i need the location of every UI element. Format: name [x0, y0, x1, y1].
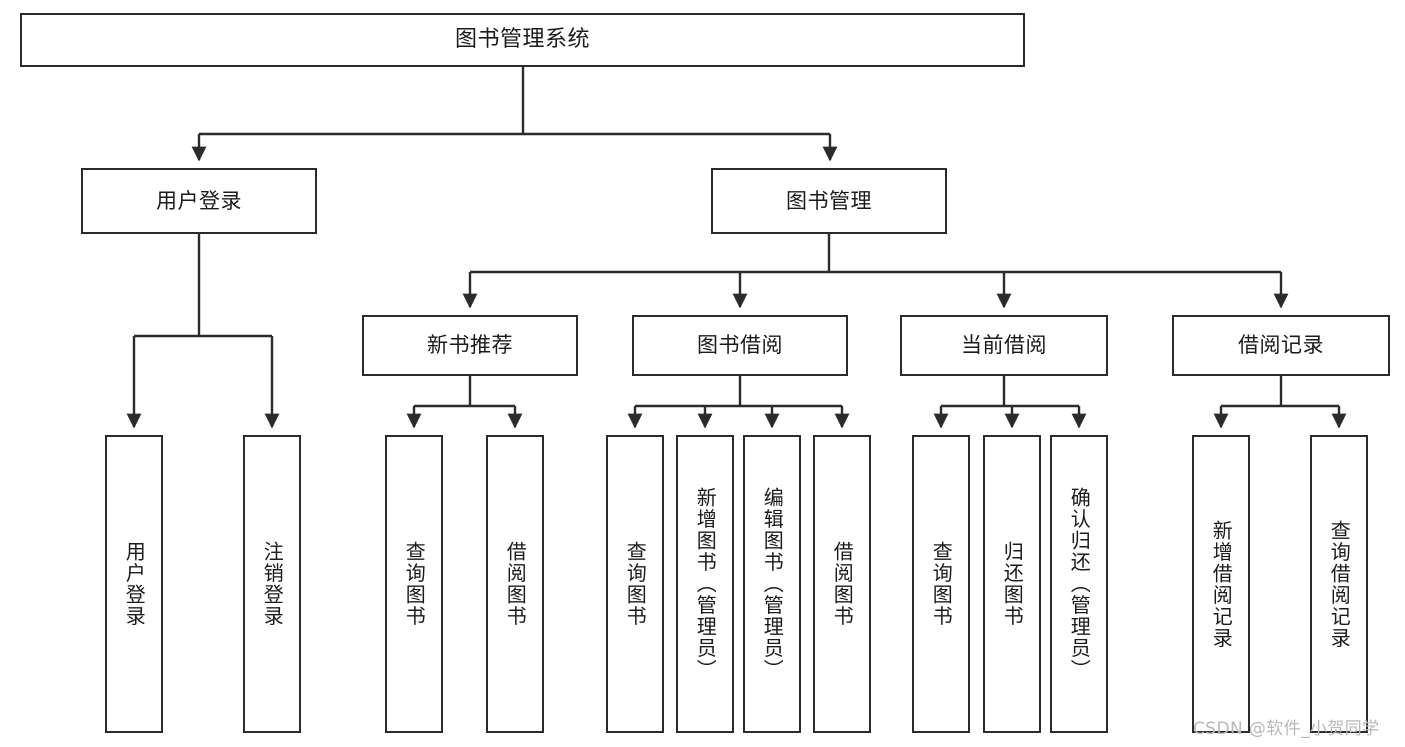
node-root[interactable]: 图书管理系统: [20, 13, 1025, 67]
node-user-login-label: 用户登录: [156, 188, 242, 213]
leaf-node[interactable]: 编辑图书（管理员）: [743, 435, 801, 733]
node-book-management[interactable]: 图书管理: [711, 168, 947, 234]
leaf-node[interactable]: 查询图书: [912, 435, 970, 733]
node-root-label: 图书管理系统: [454, 27, 590, 53]
leaf-node[interactable]: 确认归还（管理员）: [1050, 435, 1108, 733]
edge-borrow-to-leaves: [627, 376, 850, 429]
edge-books-to-level2: [462, 234, 1289, 309]
leaf-node-label: 用户登录: [122, 541, 147, 627]
node-new-book-recommend[interactable]: 新书推荐: [362, 315, 578, 376]
node-user-login[interactable]: 用户登录: [81, 168, 317, 234]
leaf-node[interactable]: 查询图书: [385, 435, 443, 733]
leaf-node-label: 注销登录: [260, 541, 285, 627]
edge-records-to-leaves: [1213, 376, 1347, 429]
node-current-borrow[interactable]: 当前借阅: [900, 315, 1108, 376]
leaf-node-label: 借阅图书: [503, 541, 528, 627]
node-new-book-recommend-label: 新书推荐: [427, 333, 513, 358]
leaf-node-label: 编辑图书（管理员）: [760, 487, 785, 681]
leaf-node-label: 确认归还（管理员）: [1067, 487, 1092, 681]
leaf-node-label: 查询图书: [402, 541, 427, 627]
leaf-node[interactable]: 新增图书（管理员）: [676, 435, 734, 733]
leaf-node[interactable]: 新增借阅记录: [1192, 435, 1250, 733]
leaf-node[interactable]: 查询借阅记录: [1310, 435, 1368, 733]
leaf-node[interactable]: 借阅图书: [813, 435, 871, 733]
leaf-node-label: 新增图书（管理员）: [693, 487, 718, 681]
node-book-borrow-label: 图书借阅: [697, 333, 783, 358]
leaf-node[interactable]: 查询图书: [606, 435, 664, 733]
edge-login-to-leaves: [126, 234, 280, 429]
csdn-watermark: CSDN @软件_小贺同学: [1193, 719, 1380, 739]
edge-root-to-level1: [191, 67, 838, 162]
leaf-node-label: 借阅图书: [830, 541, 855, 627]
leaf-node[interactable]: 注销登录: [243, 435, 301, 733]
node-current-borrow-label: 当前借阅: [961, 333, 1047, 358]
leaf-node-label: 新增借阅记录: [1209, 519, 1234, 649]
leaf-node[interactable]: 借阅图书: [486, 435, 544, 733]
node-borrow-records-label: 借阅记录: [1238, 333, 1324, 358]
leaf-node-label: 查询图书: [929, 541, 954, 627]
edge-newbooks-to-leaves: [406, 376, 523, 429]
edge-current-to-leaves: [933, 376, 1087, 429]
node-book-borrow[interactable]: 图书借阅: [632, 315, 848, 376]
node-borrow-records[interactable]: 借阅记录: [1172, 315, 1390, 376]
leaf-node-label: 查询图书: [623, 541, 648, 627]
leaf-node[interactable]: 归还图书: [983, 435, 1041, 733]
node-book-management-label: 图书管理: [786, 188, 872, 213]
leaf-node-label: 归还图书: [1000, 541, 1025, 627]
leaf-node[interactable]: 用户登录: [105, 435, 163, 733]
leaf-node-label: 查询借阅记录: [1327, 519, 1352, 649]
